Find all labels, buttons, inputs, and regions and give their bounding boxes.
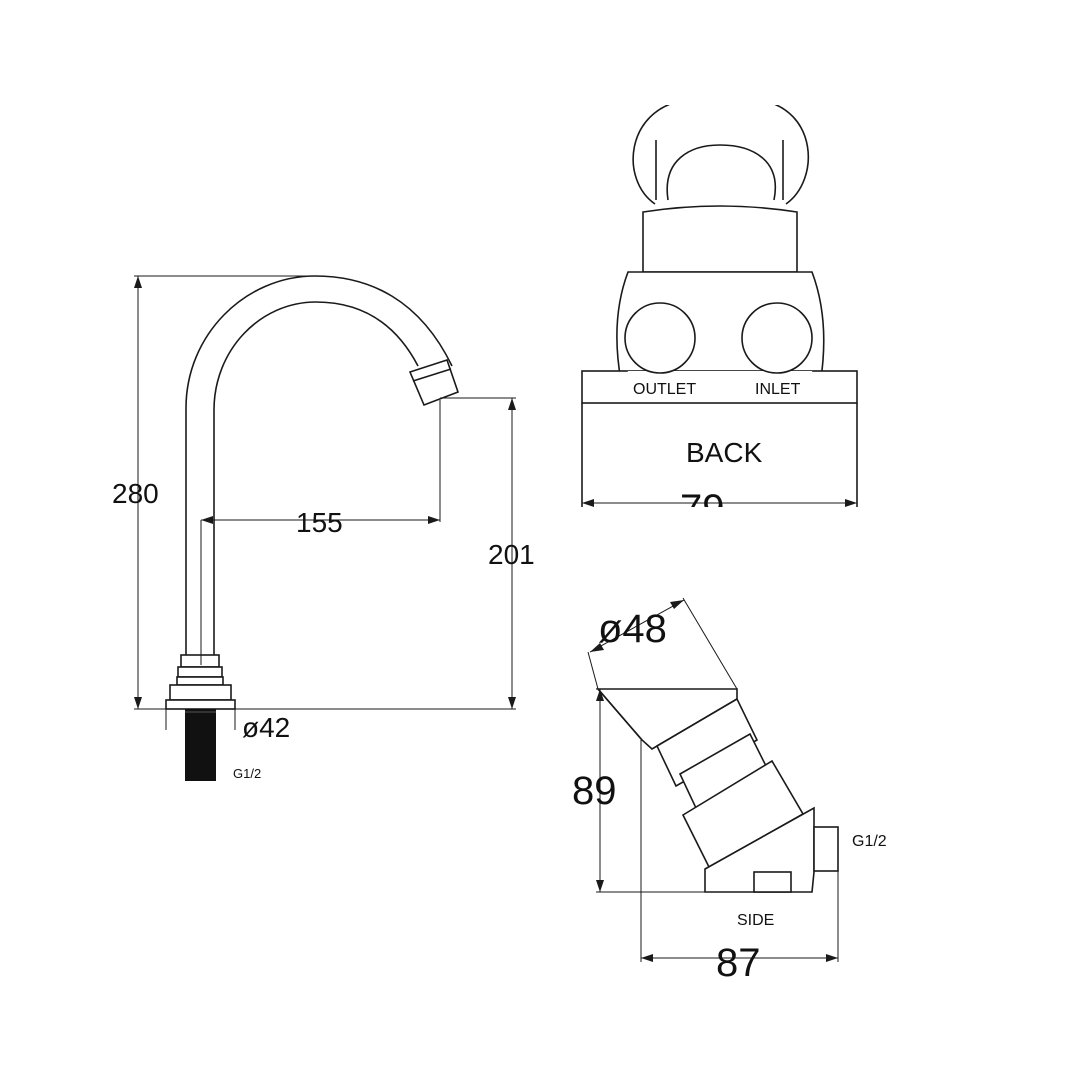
front-base-diameter-label: ø42 <box>242 712 290 743</box>
back-view-label: BACK <box>686 437 763 468</box>
front-view: 280 155 201 ø42 G1/2 <box>112 275 535 781</box>
back-width-label: 79 <box>680 487 725 531</box>
side-view: ø48 89 G1/2 SIDE 87 <box>572 597 887 985</box>
inlet-port <box>741 302 813 374</box>
threaded-shank <box>185 709 216 781</box>
side-depth-label: 87 <box>716 941 761 985</box>
side-height-label: 89 <box>572 769 617 813</box>
front-outlet-height-label: 201 <box>488 539 535 570</box>
side-view-label: SIDE <box>737 912 774 929</box>
push-button-cap <box>632 105 810 205</box>
back-view: OUTLET INLET BACK 79 <box>581 105 858 531</box>
side-button-diameter-label: ø48 <box>598 607 667 651</box>
outlet-label: OUTLET <box>633 381 696 398</box>
side-inlet-connector <box>813 826 839 872</box>
inlet-label: INLET <box>755 381 801 398</box>
front-reach-label: 155 <box>296 507 343 538</box>
cap-collar <box>642 205 798 273</box>
spout-body <box>185 275 460 655</box>
side-base <box>704 806 815 893</box>
spout-base <box>165 654 236 710</box>
outlet-port <box>624 302 696 374</box>
front-dimension-lines <box>134 275 516 730</box>
side-dimension-lines <box>587 597 839 962</box>
front-thread-label: G1/2 <box>233 766 261 781</box>
front-height-label: 280 <box>112 478 159 509</box>
side-thread-label: G1/2 <box>852 833 887 850</box>
